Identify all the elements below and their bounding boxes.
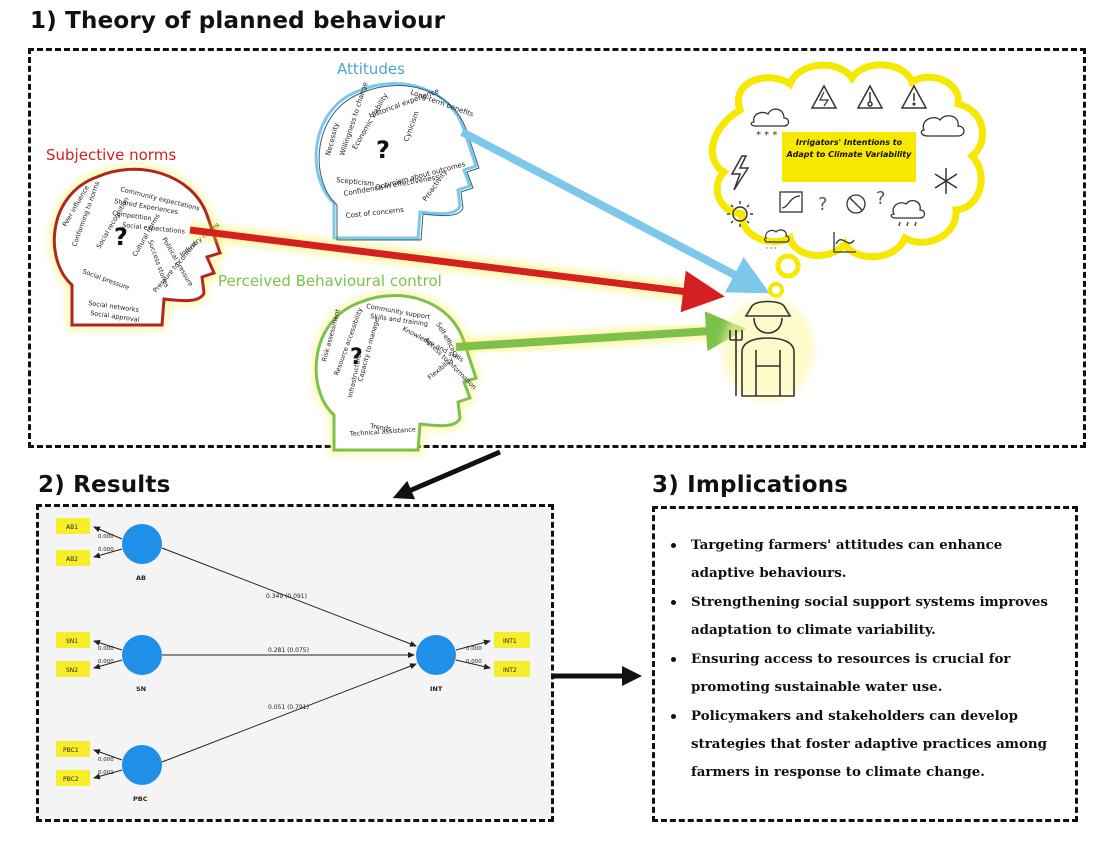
results-box [36,504,554,822]
indicator-int2 [494,661,530,677]
svg-text:SN1: SN1 [66,638,78,645]
loading-pbc2: 0.001 [98,770,114,776]
svg-text:PBC2: PBC2 [63,776,79,783]
attitudes-arrow [460,128,770,294]
latent-node-sn [122,635,162,675]
intention-label: Irrigators' Intentions to Adapt to Clima… [786,138,912,159]
svg-text:AB2: AB2 [66,556,78,563]
indicator-int1 [494,632,530,648]
pbc-label: Perceived Behavioural control [218,272,442,290]
latent-label-pbc: PBC [133,795,148,803]
drizzle-icon: ' ' ' [764,229,790,254]
warning-icon [810,84,838,109]
question-mark: ? [114,223,128,251]
loading-int1: 0.000 [466,646,482,652]
attitudes-head: Necessity Willingness to change Historic… [314,81,480,241]
subjective-norms-label: Subjective norms [46,146,176,164]
intention-box [782,132,916,182]
latent-label-sn: SN [136,685,146,693]
loading-sn2: 0.000 [98,659,114,665]
svg-text:PBC1: PBC1 [63,747,79,754]
theory-section-title: 1) Theory of planned behaviour [30,8,446,34]
svg-text:* * *: * * * [756,130,777,141]
question-icon: ? [818,194,828,215]
rain-cloud-icon [890,199,926,227]
svg-text:Scepticism: Scepticism [336,176,375,188]
latent-label-int: INT [430,685,443,693]
pbc-head: Community support Skills and training Ri… [311,291,482,455]
farmer-icon [722,298,814,402]
indicator-ab2 [56,550,90,566]
implications-box: Targeting farmers' attitudes can enhance… [652,506,1078,822]
question-mark: ? [350,345,363,370]
thermometer-icon [856,84,884,109]
attitudes-label: Attitudes [337,60,405,78]
implication-item: Policymakers and stakeholders can develo… [667,702,1065,786]
bullet-icon [671,714,676,719]
snowflake-icon [934,168,958,194]
svg-text:INT2: INT2 [503,667,517,674]
cycle-icon [846,194,866,214]
subjective-norms-arrow [189,222,725,313]
implication-item: Ensuring access to resources is crucial … [667,645,1065,701]
path-ab-int [161,547,417,647]
loading-ab1: 0.000 [98,534,114,540]
path-coef-pbc-int: 0.051 (0.791) [268,704,309,711]
thought-cloud: Irrigators' Intentions to Adapt to Clima… [708,61,987,298]
results-section-title: 2) Results [38,472,171,498]
implication-item: Strengthening social support systems imp… [667,588,1065,644]
latent-label-ab: AB [136,574,146,582]
line-chart-icon [833,232,856,253]
lightning-icon [730,155,750,191]
latent-node-int [416,635,456,675]
svg-text:Trends: Trends [369,422,393,433]
indicator-sn2 [56,661,90,677]
bullet-icon [671,657,676,662]
question-icon: ? [876,188,886,209]
indicator-sn1 [56,632,90,648]
theory-box [28,48,1086,448]
cloud-icon [920,115,965,137]
indicator-pbc1 [56,741,90,757]
path-pbc-int [161,663,417,763]
indicator-pbc2 [56,770,90,786]
trend-chart-icon [779,191,803,213]
implication-item: Targeting farmers' attitudes can enhance… [667,531,1065,587]
svg-text:' ' ': ' ' ' [766,246,776,254]
indicator-ab1 [56,518,90,534]
loading-ab2: 0.000 [98,547,114,553]
snow-cloud-icon: * * * [750,108,790,141]
sun-icon [727,201,753,227]
implications-list: Targeting farmers' attitudes can enhance… [655,509,1075,786]
bullet-icon [671,543,676,548]
svg-text:AB1: AB1 [66,524,78,531]
question-mark: ? [376,136,390,164]
svg-text:INT1: INT1 [503,638,517,645]
loading-pbc1: 0.000 [98,757,114,763]
theory-to-results-arrow [392,449,501,500]
path-coef-ab-int: 0.349 (0.091) [266,593,307,600]
implications-section-title: 3) Implications [652,472,849,498]
bullet-icon [671,600,676,605]
path-coef-sn-int: 0.281 (0.075) [268,647,309,654]
svg-text:SN2: SN2 [66,667,78,674]
subjective-norms-head: Community expectations Shared Experience… [49,164,227,330]
latent-node-pbc [122,745,162,785]
latent-node-ab [122,524,162,564]
loading-sn1: 0.000 [98,646,114,652]
pbc-arrow [455,311,746,355]
alert-icon [900,84,928,109]
loading-int2: 0.000 [466,659,482,665]
